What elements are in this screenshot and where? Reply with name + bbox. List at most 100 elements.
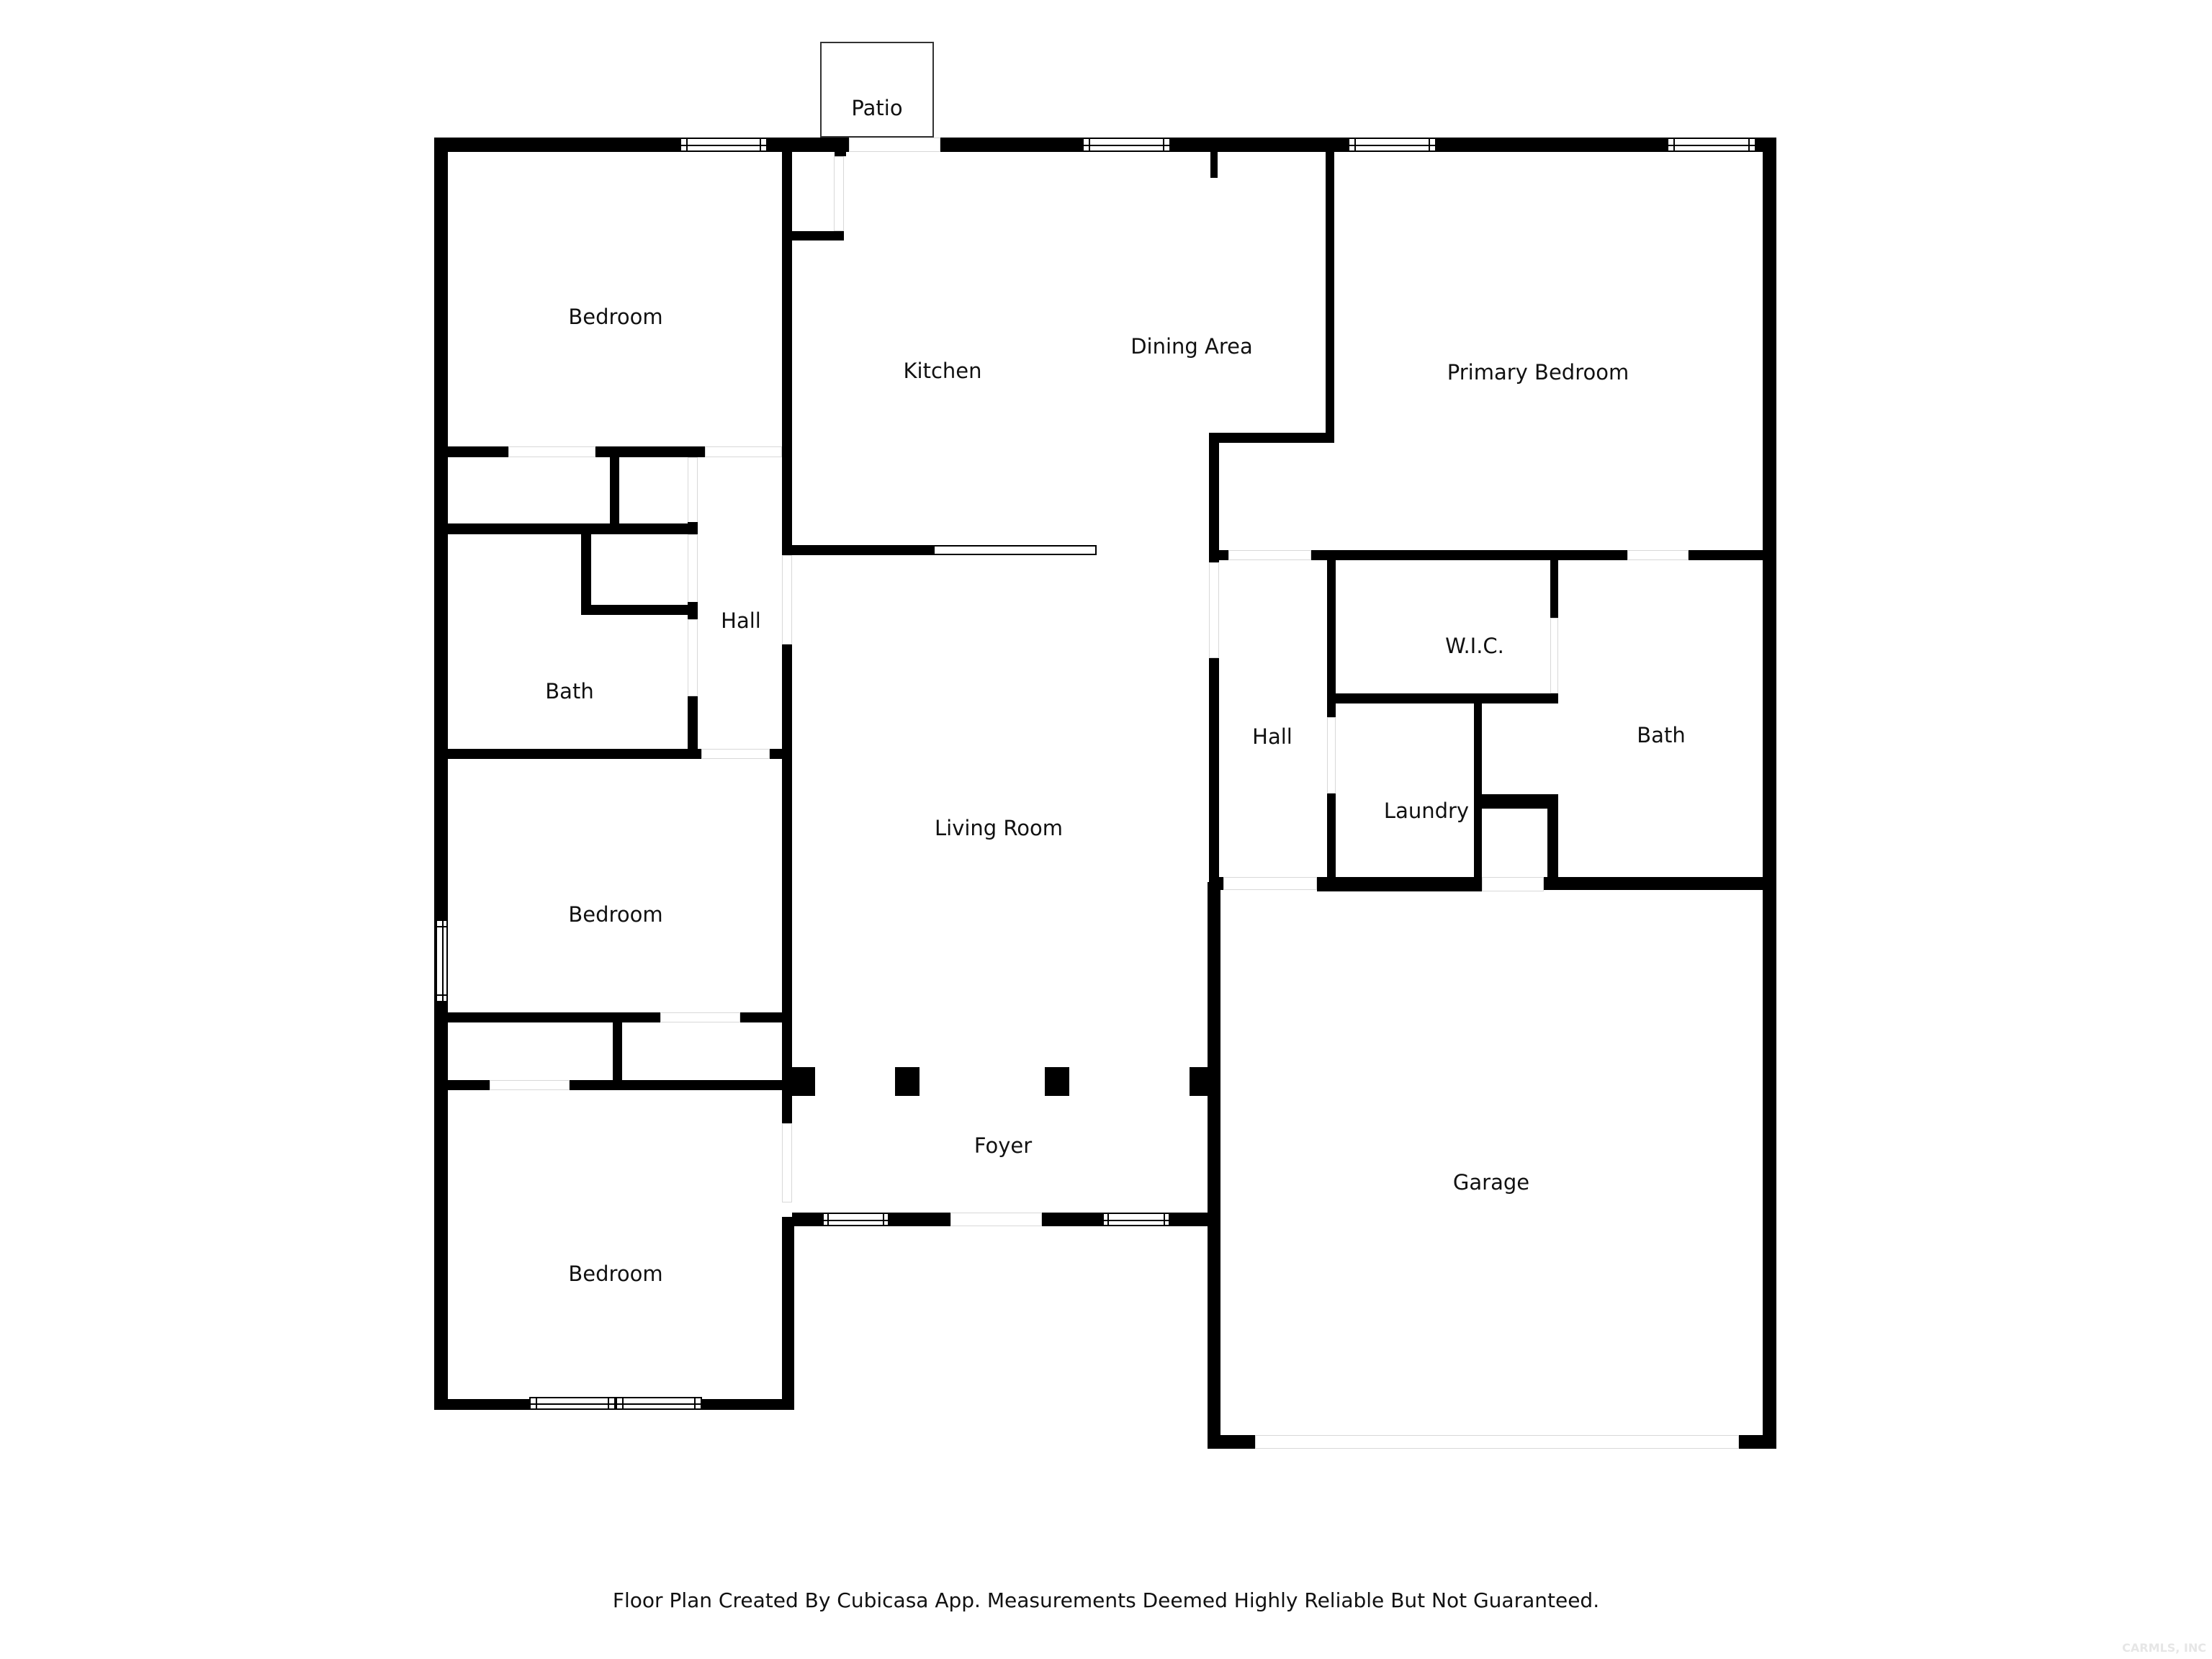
front-door-opening[interactable] xyxy=(950,1213,1042,1226)
door-bedroom2-hall[interactable] xyxy=(701,749,770,759)
wall-wic-right-upper xyxy=(1550,560,1558,618)
footer-disclaimer: Floor Plan Created By Cubicasa App. Meas… xyxy=(612,1588,1600,1612)
door-bedroom1-hall[interactable] xyxy=(705,446,782,457)
door-bedroom-to-foyer[interactable] xyxy=(782,1123,792,1202)
wall-living-right-upper xyxy=(1209,433,1219,562)
door-bath-left[interactable] xyxy=(688,619,698,696)
wall-hall-post-1 xyxy=(688,522,698,535)
window-top-dining xyxy=(1082,138,1171,152)
room-label-wic: W.I.C. xyxy=(1445,634,1504,658)
wall-bedroom3-top-a xyxy=(448,1080,490,1090)
room-label-living-room: Living Room xyxy=(934,816,1064,840)
wall-hall-right-post xyxy=(1219,550,1228,560)
window-top-bedroom xyxy=(680,138,768,152)
wall-left-wing-right-upper xyxy=(782,152,792,555)
room-label-patio: Patio xyxy=(851,96,903,120)
wall-foyer-bottom-c xyxy=(1042,1213,1102,1226)
window-foyer-2 xyxy=(1102,1213,1170,1226)
room-label-hall-left: Hall xyxy=(721,608,761,633)
room-label-garage: Garage xyxy=(1452,1170,1530,1195)
wall-left-wing-right-foyer xyxy=(782,1056,792,1123)
wall-closet-top xyxy=(1482,794,1558,809)
wall-bedroom3-top-b xyxy=(570,1080,782,1090)
door-primary-to-bath[interactable] xyxy=(1627,550,1689,560)
door-hall-to-living[interactable] xyxy=(782,555,792,644)
door-bedroom2-closet[interactable] xyxy=(660,1012,740,1022)
window-bedroom3-bottom-1 xyxy=(529,1397,616,1410)
wall-closet-bottom xyxy=(448,523,698,534)
wall-bedroom1-bottom-a xyxy=(448,446,508,457)
window-top-primary-2 xyxy=(1667,138,1756,152)
wall-right-outer xyxy=(1763,138,1776,1449)
watermark: CARMLS, INC xyxy=(2122,1641,2206,1655)
window-top-primary-1 xyxy=(1348,138,1437,152)
sliding-partition xyxy=(933,545,1097,555)
patio-door-opening[interactable] xyxy=(849,138,940,152)
column-foyer-1 xyxy=(792,1067,815,1096)
wall-closet-right xyxy=(1547,794,1558,881)
wall-hall-post-3 xyxy=(770,749,782,759)
wall-laundry-right xyxy=(1474,703,1482,880)
door-linen-closet[interactable] xyxy=(688,457,698,523)
patio-outline xyxy=(820,42,934,138)
wall-left-wing-right-mid xyxy=(782,644,792,1056)
room-label-laundry: Laundry xyxy=(1383,799,1470,823)
wall-foyer-bottom-d xyxy=(1170,1213,1219,1226)
closet-opening xyxy=(1482,877,1544,891)
wall-kitchen-living xyxy=(792,545,933,555)
wall-garage-top-a xyxy=(1317,877,1482,891)
door-living-to-hall[interactable] xyxy=(1209,562,1219,658)
room-label-primary-bedroom: Primary Bedroom xyxy=(1447,360,1629,385)
door-bedroom1-closet[interactable] xyxy=(508,446,595,457)
room-label-bath-left: Bath xyxy=(545,679,594,703)
wall-living-right-lower xyxy=(1209,658,1219,1220)
wall-garage-bottom-right xyxy=(1739,1435,1776,1449)
wall-pantry-top xyxy=(835,152,846,156)
column-foyer-2 xyxy=(895,1067,920,1096)
room-label-kitchen: Kitchen xyxy=(903,359,982,383)
door-wic[interactable] xyxy=(1550,618,1558,693)
wall-pantry-bottom xyxy=(782,231,844,240)
wall-primary-bottom-b xyxy=(1689,550,1763,560)
column-foyer-4 xyxy=(1190,1067,1211,1096)
wall-left-outer xyxy=(434,138,448,1410)
room-label-bath-right: Bath xyxy=(1637,723,1686,747)
wall-bedroom2-bottom-a xyxy=(448,1012,660,1022)
door-bath-closet[interactable] xyxy=(688,534,698,605)
wall-primary-bottom-a xyxy=(1311,550,1627,560)
wall-closet-divider xyxy=(610,457,619,533)
wall-bedroom2-bottom-b xyxy=(740,1012,782,1022)
door-primary-to-hall[interactable] xyxy=(1228,550,1311,560)
room-label-bedroom-top: Bedroom xyxy=(568,305,663,329)
window-bedroom3-bottom-2 xyxy=(616,1397,702,1410)
room-label-dining-area: Dining Area xyxy=(1130,334,1253,359)
door-garage-to-hall[interactable] xyxy=(1223,877,1317,890)
door-bedroom3-closet[interactable] xyxy=(490,1080,570,1090)
wall-garage-top-b xyxy=(1544,877,1763,890)
door-laundry[interactable] xyxy=(1327,717,1336,793)
room-label-bedroom-middle: Bedroom xyxy=(568,902,663,927)
room-label-bedroom-bottom: Bedroom xyxy=(568,1262,663,1286)
wall-hall-post-2 xyxy=(688,602,698,619)
wall-top-left xyxy=(434,138,849,152)
wall-dining-stub xyxy=(1210,152,1218,178)
wall-primary-notch xyxy=(1209,433,1334,443)
pantry-door[interactable] xyxy=(834,156,844,231)
window-bedroom2-left xyxy=(436,920,448,1002)
wall-closets-divider-lower xyxy=(613,1022,622,1089)
wall-bath-bottom xyxy=(448,749,701,759)
wall-foyer-bottom-b xyxy=(889,1213,950,1226)
wall-bedroom1-bottom-b xyxy=(595,446,705,457)
wall-foyer-bottom-a xyxy=(792,1213,822,1226)
wall-bath-closet-bottom xyxy=(581,605,698,615)
room-label-hall-right: Hall xyxy=(1252,724,1292,749)
window-foyer-1 xyxy=(822,1213,889,1226)
wall-bath-closet-side xyxy=(581,534,591,615)
room-label-foyer: Foyer xyxy=(974,1133,1033,1158)
wall-bath-hall-side xyxy=(688,696,698,754)
wall-left-wing-right-lower xyxy=(782,1217,794,1410)
wall-primary-left xyxy=(1326,152,1334,443)
garage-door-opening[interactable] xyxy=(1255,1435,1739,1449)
wall-hall-bottom-post xyxy=(1209,877,1223,890)
